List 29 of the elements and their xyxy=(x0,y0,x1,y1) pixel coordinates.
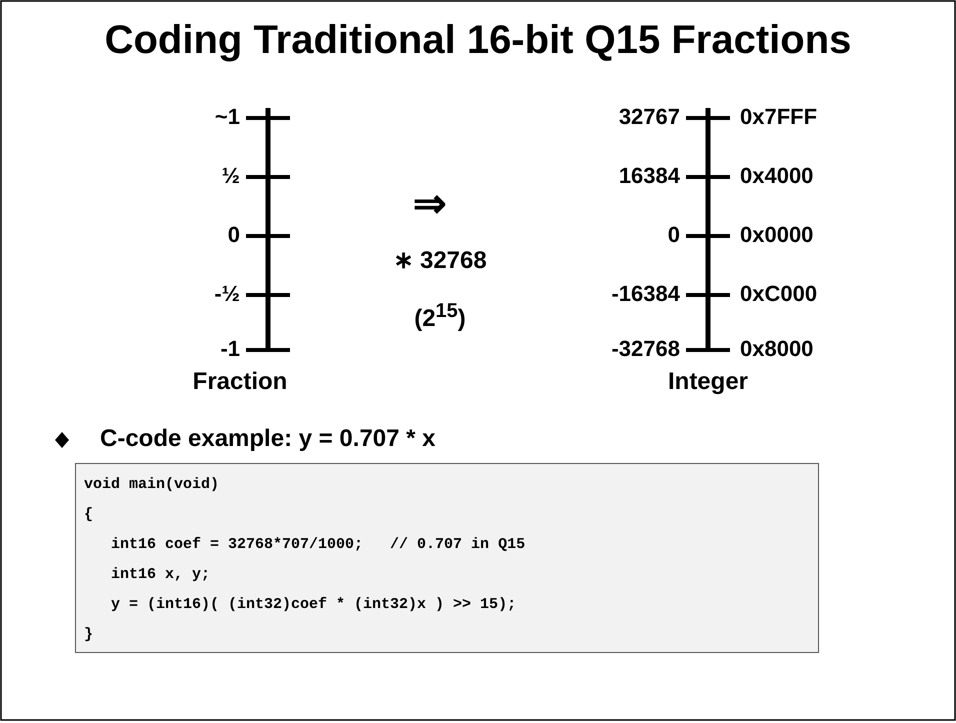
scale-value: ½ xyxy=(222,163,240,190)
axis-caption: Fraction xyxy=(192,368,288,397)
scale-value: -1 xyxy=(220,336,240,363)
hex-value: 0xC000 xyxy=(740,281,818,308)
code-line: y = (int16)( (int32)coef * (int32)x ) >> 15); xyxy=(111,596,516,613)
scale-value: 0 xyxy=(228,222,240,249)
scale-factor-power: (2$^{15}$) xyxy=(413,299,467,334)
scale-value: 32767 xyxy=(618,104,680,131)
hex-value: 0x8000 xyxy=(740,336,814,363)
scale-factor: ∗ 32768 xyxy=(392,247,488,276)
hex-value: 0x0000 xyxy=(740,222,814,249)
code-line: void main(void) xyxy=(84,476,220,493)
hex-value: 0x7FFF xyxy=(740,104,818,131)
scale-value: -16384 xyxy=(611,281,680,308)
scale-value: ~1 xyxy=(214,104,240,131)
slide-title: Coding Traditional 16-bit Q15 Fractions xyxy=(104,18,852,63)
scale-value: -32768 xyxy=(611,336,680,363)
hex-value: 0x4000 xyxy=(740,163,814,190)
code-line: } xyxy=(84,626,94,643)
scale-value: 0 xyxy=(668,222,680,249)
scale-value: 16384 xyxy=(618,163,680,190)
scale-value: -½ xyxy=(214,281,240,308)
code-line: int16 x, y; xyxy=(111,566,210,583)
conversion-symbol: ⇒ xyxy=(412,181,448,228)
code-line: { xyxy=(84,506,94,523)
code-box xyxy=(75,463,819,653)
bullet-text: C-code example: y = 0.707 * x xyxy=(100,425,436,454)
code-line: int16 coef = 32768*707/1000; // 0.707 in Q15 xyxy=(111,536,526,553)
axis-caption: Integer xyxy=(666,368,749,397)
